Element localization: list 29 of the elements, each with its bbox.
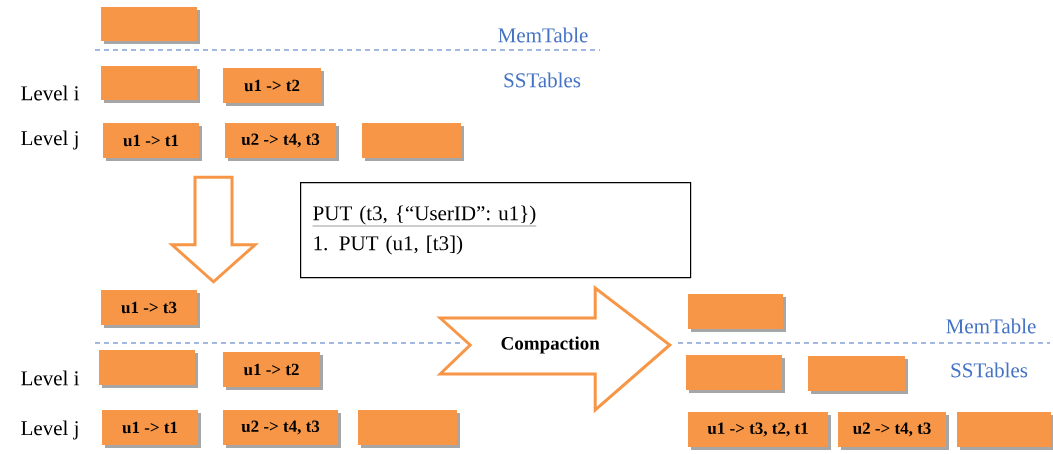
empty-box (362, 123, 464, 161)
sstable-box: u1 -> t2 (223, 68, 324, 106)
sstable-box: u1 -> t1 (102, 410, 201, 448)
empty-box (808, 356, 908, 394)
sstable-box: u1 -> t3 (101, 290, 200, 328)
sstable-box: u1 -> t1 (103, 123, 202, 161)
empty-box (101, 66, 200, 103)
empty-box (686, 355, 785, 393)
level-label: Level i (21, 85, 80, 101)
empty-box (957, 412, 1053, 450)
sstable-box: u1 -> t3, t2, t1 (688, 412, 831, 450)
level-label: Level i (21, 370, 80, 386)
empty-box (101, 7, 200, 44)
level-label: Level j (21, 420, 78, 440)
sstable-box: u1 -> t2 (223, 352, 323, 390)
empty-box (358, 410, 460, 448)
block-arrow (168, 175, 259, 284)
level-label: Level j (21, 130, 78, 150)
empty-box (99, 350, 198, 388)
section-label: SSTables (504, 72, 581, 88)
sstable-box: u2 -> t4, t3 (223, 410, 341, 448)
text-box: PUT (t3, {“UserID”: u1}) 1. PUT (u1, [t3]) (300, 182, 692, 279)
section-label: MemTable (946, 318, 1036, 334)
edge-label: Compaction (499, 335, 601, 355)
sstable-box: u2 -> t4, t3 (225, 123, 339, 161)
section-label: MemTable (498, 27, 588, 43)
empty-box (688, 294, 786, 332)
section-label: SSTables (951, 362, 1028, 378)
sstable-box: u2 -> t4, t3 (838, 412, 949, 450)
